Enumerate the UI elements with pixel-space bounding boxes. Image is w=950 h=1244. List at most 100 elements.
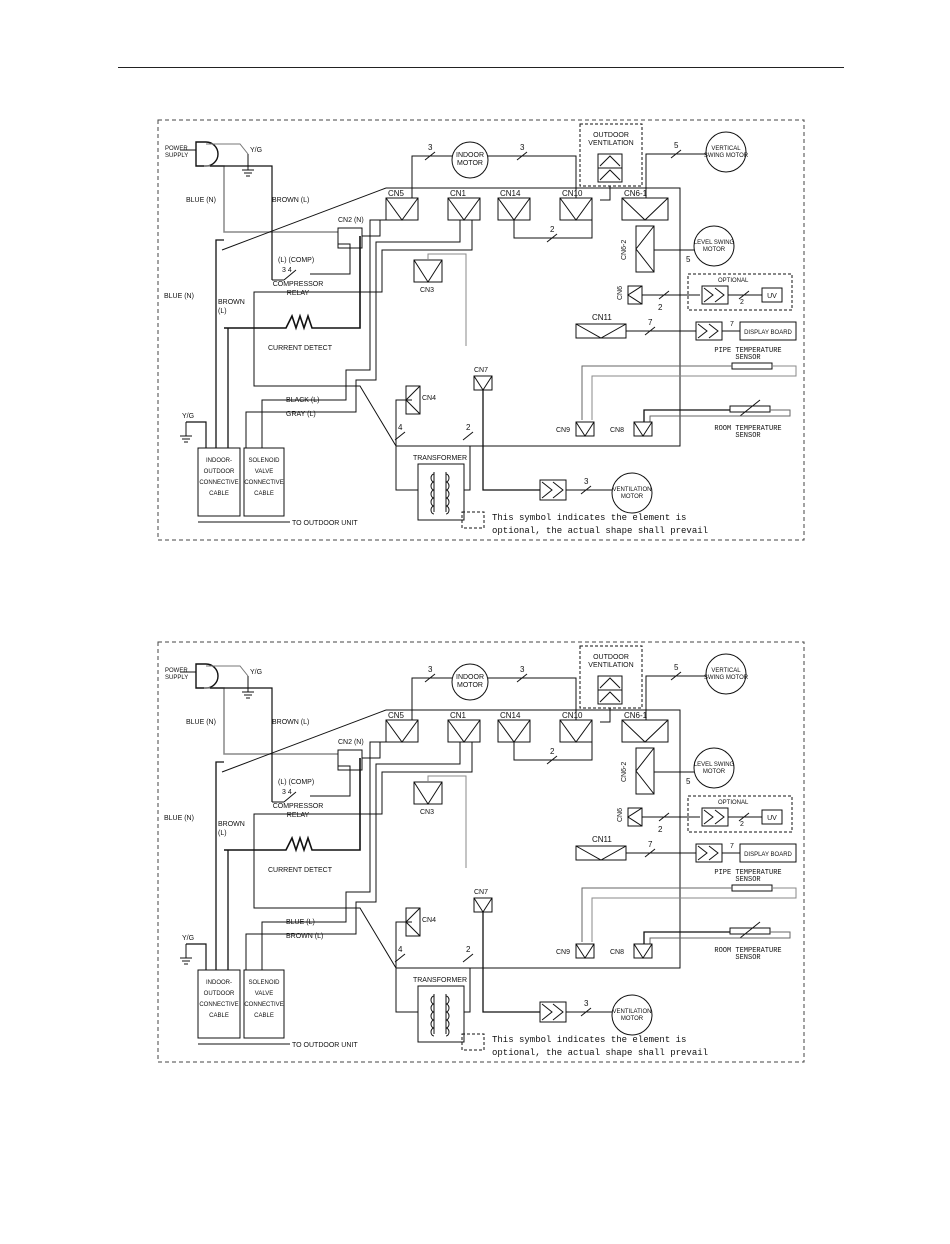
wire bbox=[703, 287, 714, 303]
wire-count: 4 bbox=[398, 945, 403, 954]
neutral-wire bbox=[215, 761, 224, 970]
connector-cn5 bbox=[385, 197, 419, 221]
display-board bbox=[739, 843, 797, 863]
connector-cn6_1-symbol bbox=[621, 719, 669, 743]
wire-1-label: BLUE (L) bbox=[286, 919, 315, 926]
connector-label-cn14: CN14 bbox=[500, 711, 521, 720]
room-sensor-label: ROOM TEMPERATURE bbox=[714, 425, 781, 433]
transformer-coil bbox=[445, 505, 450, 515]
level-swing-label: LEVEL SWING bbox=[694, 762, 735, 768]
optional-symbol bbox=[461, 1033, 485, 1051]
connector-cn6-2-symbol bbox=[635, 747, 655, 795]
connector-label-cn10: CN10 bbox=[562, 711, 583, 720]
brown-l-label: BROWN (L) bbox=[272, 197, 309, 204]
cn6-label: CN6 bbox=[617, 286, 624, 300]
wire bbox=[575, 845, 627, 861]
vertical-swing-motor bbox=[705, 653, 747, 695]
wire-count-tick bbox=[546, 233, 558, 243]
wire-count: 2 bbox=[550, 225, 555, 234]
transformer bbox=[417, 985, 465, 1043]
wire-count-tick bbox=[516, 673, 528, 683]
indoor-outdoor-cable-box bbox=[197, 447, 241, 517]
pcb-wire bbox=[221, 709, 387, 773]
indoor-outdoor-cable-label: INDOOR- bbox=[206, 980, 232, 986]
vent-wire bbox=[600, 186, 611, 201]
indoor-outdoor-cable-label: CONNECTIVE bbox=[199, 1002, 238, 1008]
ventilation-motor-label: VENTILATION bbox=[613, 1009, 652, 1015]
solenoid-cable-label: CONNECTIVE bbox=[244, 480, 283, 486]
transformer-wire bbox=[395, 921, 418, 1013]
outdoor-ventilation-label: OUTDOOR bbox=[593, 654, 629, 661]
optional-outdoor-ventilation bbox=[579, 645, 643, 709]
wire bbox=[714, 287, 725, 303]
indoor-outdoor-cable-label: INDOOR- bbox=[206, 458, 232, 464]
uv-label: UV bbox=[767, 293, 777, 300]
wire-count-tick bbox=[424, 151, 436, 161]
ventilation-motor-label: MOTOR bbox=[621, 1016, 644, 1022]
power-supply-label: SUPPLY bbox=[165, 153, 188, 159]
live-wire bbox=[210, 165, 273, 280]
transformer-coil bbox=[445, 1027, 450, 1037]
wire-count-tick bbox=[580, 485, 592, 495]
indoor-motor-label: INDOOR bbox=[456, 674, 484, 681]
neutral-wire bbox=[215, 239, 224, 448]
blue-n-left-label: BLUE (N) bbox=[164, 815, 194, 822]
compressor-relay-label: COMPRESSOR bbox=[273, 803, 324, 810]
connector-cn8-symbol bbox=[633, 421, 653, 437]
room-sensor-wire bbox=[643, 931, 730, 944]
vertical-swing-label: SWING MOTOR bbox=[704, 153, 749, 159]
cn3-wire bbox=[427, 253, 467, 346]
connector-cn6_1-symbol bbox=[621, 197, 669, 221]
solenoid-cable-label: SOLENOID bbox=[248, 980, 280, 986]
pipe-sensor-label: PIPE TEMPERATURE bbox=[714, 347, 781, 355]
wire-count: 2 bbox=[740, 299, 744, 306]
blue-n-label: BLUE (N) bbox=[186, 197, 216, 204]
ventilation-motor-label: VENTILATION bbox=[613, 487, 652, 493]
wire bbox=[708, 845, 719, 861]
pipe-sensor-wire bbox=[591, 887, 797, 942]
connector-cn10 bbox=[559, 197, 593, 221]
compressor-relay-label: RELAY bbox=[287, 812, 310, 819]
connector-cn6_1 bbox=[621, 197, 669, 221]
level-swing-label: MOTOR bbox=[703, 247, 726, 253]
wire-count: 3 bbox=[584, 477, 589, 486]
power-supply-label: POWER bbox=[165, 668, 188, 674]
indoor-outdoor-cable-label: OUTDOOR bbox=[204, 991, 235, 997]
room-sensor-wire bbox=[643, 409, 730, 422]
wire-count: 3 bbox=[428, 143, 433, 152]
power-plug bbox=[195, 663, 219, 689]
wire bbox=[575, 323, 627, 339]
connector-label-cn6_1: CN6-1 bbox=[624, 711, 648, 720]
frame bbox=[157, 119, 805, 541]
cn2-label: CN2 (N) bbox=[338, 217, 364, 224]
wire-count: 2 bbox=[466, 423, 471, 432]
optional-outdoor-ventilation bbox=[579, 123, 643, 187]
relay-nums-label: 3 4 bbox=[282, 267, 292, 274]
room-sensor-wire bbox=[649, 931, 791, 944]
display-board-label: DISPLAY BOARD bbox=[744, 330, 792, 336]
pcb-feed-wire bbox=[253, 742, 473, 969]
wire-count: 7 bbox=[648, 318, 653, 327]
level-swing-label: LEVEL SWING bbox=[694, 240, 735, 246]
indoor-motor-label: MOTOR bbox=[457, 682, 483, 689]
connector-label-cn5: CN5 bbox=[388, 711, 405, 720]
cn6-label: CN6 bbox=[617, 808, 624, 822]
transformer-wire bbox=[395, 399, 418, 491]
solenoid-wire-2 bbox=[245, 742, 461, 970]
indoor-motor-label: INDOOR bbox=[456, 152, 484, 159]
connector-cn6-2 bbox=[635, 747, 655, 795]
motor-wire bbox=[411, 677, 452, 720]
wire-count: 3 bbox=[520, 665, 525, 674]
ventilation-motor bbox=[611, 994, 653, 1036]
optional-note: optional, the actual shape shall prevail bbox=[492, 526, 708, 536]
indoor-outdoor-cable-box bbox=[197, 969, 241, 1039]
connector-label-cn6_1: CN6-1 bbox=[624, 189, 648, 198]
swing-wire bbox=[645, 153, 706, 198]
pipe-sensor bbox=[731, 362, 773, 370]
cn14-cn10-wire bbox=[513, 742, 593, 761]
blue-n-left-label: BLUE (N) bbox=[164, 293, 194, 300]
solenoid-cable-label: VALVE bbox=[255, 991, 273, 997]
current-detect-coil bbox=[224, 758, 361, 853]
wire-count: 2 bbox=[740, 821, 744, 828]
yg-label: Y/G bbox=[250, 147, 262, 154]
